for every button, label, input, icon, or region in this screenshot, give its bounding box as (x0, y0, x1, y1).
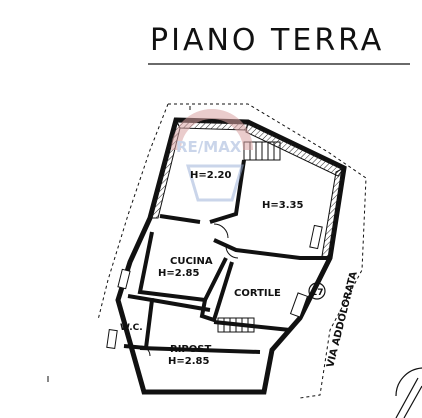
ripost-label: RIPOST. (170, 344, 214, 355)
wall-hatch (245, 121, 345, 177)
civic-number-circle (308, 282, 326, 300)
street-name: VIA ADDOLORATA (325, 270, 360, 368)
watermark-text: RE/MAX (176, 138, 242, 156)
property-boundary-left (97, 103, 169, 321)
cortile-label: CORTILE (234, 288, 281, 299)
civic-number: 17 (311, 288, 324, 298)
room-h220-height: H=2.20 (190, 170, 231, 181)
remax-watermark: RE/MAX (171, 109, 253, 202)
property-boundary (168, 103, 367, 399)
wc-label: W.C. (120, 323, 143, 333)
cucina-label: CUCINA (170, 256, 213, 267)
cucina-height: H=2.85 (158, 268, 199, 279)
stairs-cortile (217, 317, 255, 333)
north-arrow-icon (395, 367, 422, 418)
room-h335-height: H=3.35 (262, 200, 303, 211)
ripost-height: H=2.85 (168, 356, 209, 367)
door-swings (139, 223, 239, 357)
plan-title: PIANO TERRA (150, 23, 384, 58)
openings (106, 224, 323, 350)
interior-walls (123, 159, 330, 354)
